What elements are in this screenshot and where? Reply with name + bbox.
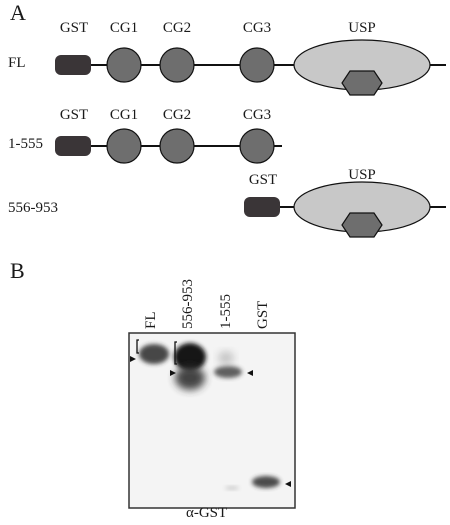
- 556-953-usp-hexagon: [341, 212, 383, 238]
- construct-fl: [55, 39, 446, 96]
- 1-555-cg3-circle: [239, 128, 275, 164]
- cg1-label-1-555: CG1: [109, 107, 139, 123]
- 1-555-gst-box: [55, 136, 91, 156]
- band-1-555: [214, 366, 242, 378]
- usp-label-fl: USP: [348, 20, 376, 36]
- western-blot: [128, 332, 296, 509]
- lane-label-556-953: 556-953: [180, 279, 196, 329]
- construct-1-555: [55, 128, 282, 164]
- band-gst: [252, 476, 280, 488]
- band-1-555-faint: [225, 486, 239, 490]
- fl-cg3-circle: [239, 47, 275, 83]
- band-556-953-lower: [175, 366, 205, 390]
- band-556-953-upper: [174, 343, 206, 371]
- band-1-555-smear: [218, 351, 234, 365]
- cg3-label-1-555: CG3: [242, 107, 272, 123]
- construct-label-1-555: 1-555: [8, 136, 43, 152]
- 1-555-cg1-circle: [106, 128, 142, 164]
- fl-cg1-circle: [106, 47, 142, 83]
- cg2-label-1-555: CG2: [162, 107, 192, 123]
- bracket-556-953: [174, 341, 177, 365]
- panel-b-letter: B: [10, 258, 25, 283]
- cg2-label-fl: CG2: [162, 20, 192, 36]
- construct-556-953: [244, 181, 446, 238]
- arrow-1-555: [247, 370, 253, 376]
- bracket-fl: [136, 339, 139, 354]
- gst-label-556-953: GST: [248, 172, 278, 188]
- fl-cg2-circle: [159, 47, 195, 83]
- gst-label-1-555: GST: [59, 107, 89, 123]
- construct-label-fl: FL: [8, 55, 26, 71]
- cg3-label-fl: CG3: [242, 20, 272, 36]
- lane-label-1-555: 1-555: [218, 294, 234, 329]
- 556-953-gst-box: [244, 197, 280, 217]
- band-fl: [139, 344, 169, 364]
- 1-555-cg2-circle: [159, 128, 195, 164]
- arrow-556-953: [170, 370, 176, 376]
- antibody-label: α-GST: [186, 505, 228, 521]
- gst-label-fl: GST: [59, 20, 89, 36]
- fl-gst-box: [55, 55, 91, 75]
- panel-a-letter: A: [10, 0, 26, 25]
- arrow-gst: [285, 481, 291, 487]
- construct-label-556-953: 556-953: [8, 200, 58, 216]
- arrow-fl: [130, 356, 136, 362]
- fl-usp-hexagon: [341, 70, 383, 96]
- usp-label-556-953: USP: [348, 167, 376, 183]
- cg1-label-fl: CG1: [109, 20, 139, 36]
- lane-label-gst: GST: [255, 300, 271, 329]
- lane-label-fl: FL: [143, 311, 159, 329]
